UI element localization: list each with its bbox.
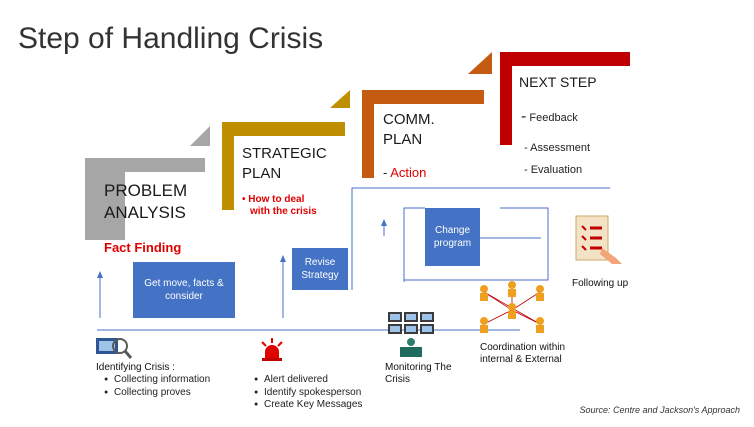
step-strategic-title: STRATEGIC PLAN xyxy=(242,144,327,184)
step-problem-l xyxy=(85,158,205,240)
page-title: Step of Handling Crisis xyxy=(18,22,324,55)
network-people-icon xyxy=(480,281,544,333)
step-next-item1: - Feedback xyxy=(521,108,578,126)
arrow-change-head xyxy=(381,219,387,226)
identifying-label: Identifying Crisis : xyxy=(96,362,175,373)
step-next-item3: - Evaluation xyxy=(524,164,583,176)
list-item: Collecting proves xyxy=(104,387,210,400)
step-next-title: NEXT STEP xyxy=(519,74,597,90)
upper-path xyxy=(351,187,610,290)
step-problem-notch xyxy=(190,126,210,146)
change-left-path xyxy=(403,207,425,282)
box-get-move: Get move, facts & consider xyxy=(133,262,235,318)
step-comm-dash: - xyxy=(383,165,388,180)
step-strategic-line1: STRATEGIC xyxy=(242,145,327,162)
step-problem-sub: Fact Finding xyxy=(104,240,182,255)
step-problem-title: PROBLEM ANALYSIS xyxy=(104,180,187,224)
step-comm-line2: PLAN xyxy=(383,131,423,148)
step-problem-shape xyxy=(85,158,125,240)
step-comm-sub: - Action xyxy=(383,165,426,180)
step-next-l xyxy=(500,52,630,145)
step-comm-notch xyxy=(468,52,492,74)
step-next-item1-text: Feedback xyxy=(529,112,578,124)
step-strategic-l xyxy=(222,122,345,210)
step-comm-l xyxy=(362,90,484,178)
magnifier-computer-icon xyxy=(96,338,133,359)
siren-icon xyxy=(261,338,283,361)
step-strategic-sub-line2: with the crisis xyxy=(250,206,317,217)
coordination-label: Coordination within internal & External xyxy=(480,342,566,365)
step-strategic-sub: • How to deal with the crisis xyxy=(242,194,317,218)
monitoring-label: Monitoring The Crisis xyxy=(385,362,452,385)
box-change: Change program xyxy=(425,208,480,266)
step-problem-line1: PROBLEM xyxy=(104,181,188,200)
list-item: Create Key Messages xyxy=(254,399,362,412)
source-citation: Source: Centre and Jackson's Approach xyxy=(579,405,740,415)
list-item: Alert delivered xyxy=(254,374,362,387)
step-strategic-line2: PLAN xyxy=(242,165,282,182)
step-comm-action: Action xyxy=(390,165,427,180)
step-next-item2: - Assessment xyxy=(524,142,591,154)
list-item: Collecting information xyxy=(104,374,210,387)
identifying-list: Collecting information Collecting proves xyxy=(104,374,210,399)
step-comm-line1: COMM. xyxy=(383,111,435,128)
step-problem-line2: ANALYSIS xyxy=(104,203,186,222)
list-item: Identify spokesperson xyxy=(254,387,362,400)
change-loop-path xyxy=(404,207,549,281)
following-label: Following up xyxy=(572,278,629,289)
step-next-item1-dash: - xyxy=(521,108,527,125)
arrow-mid-head xyxy=(280,255,286,262)
box-revise: Revise Strategy xyxy=(292,248,348,290)
arrow-left-head xyxy=(97,271,103,278)
step-strategic-sub-line1: • How to deal xyxy=(242,194,305,205)
alert-list: Alert delivered Identify spokesperson Cr… xyxy=(254,374,362,412)
checklist-icon xyxy=(575,215,622,264)
step-strategic-notch xyxy=(330,90,350,108)
step-comm-title: COMM. PLAN xyxy=(383,110,435,150)
monitoring-screens-icon xyxy=(388,312,434,357)
